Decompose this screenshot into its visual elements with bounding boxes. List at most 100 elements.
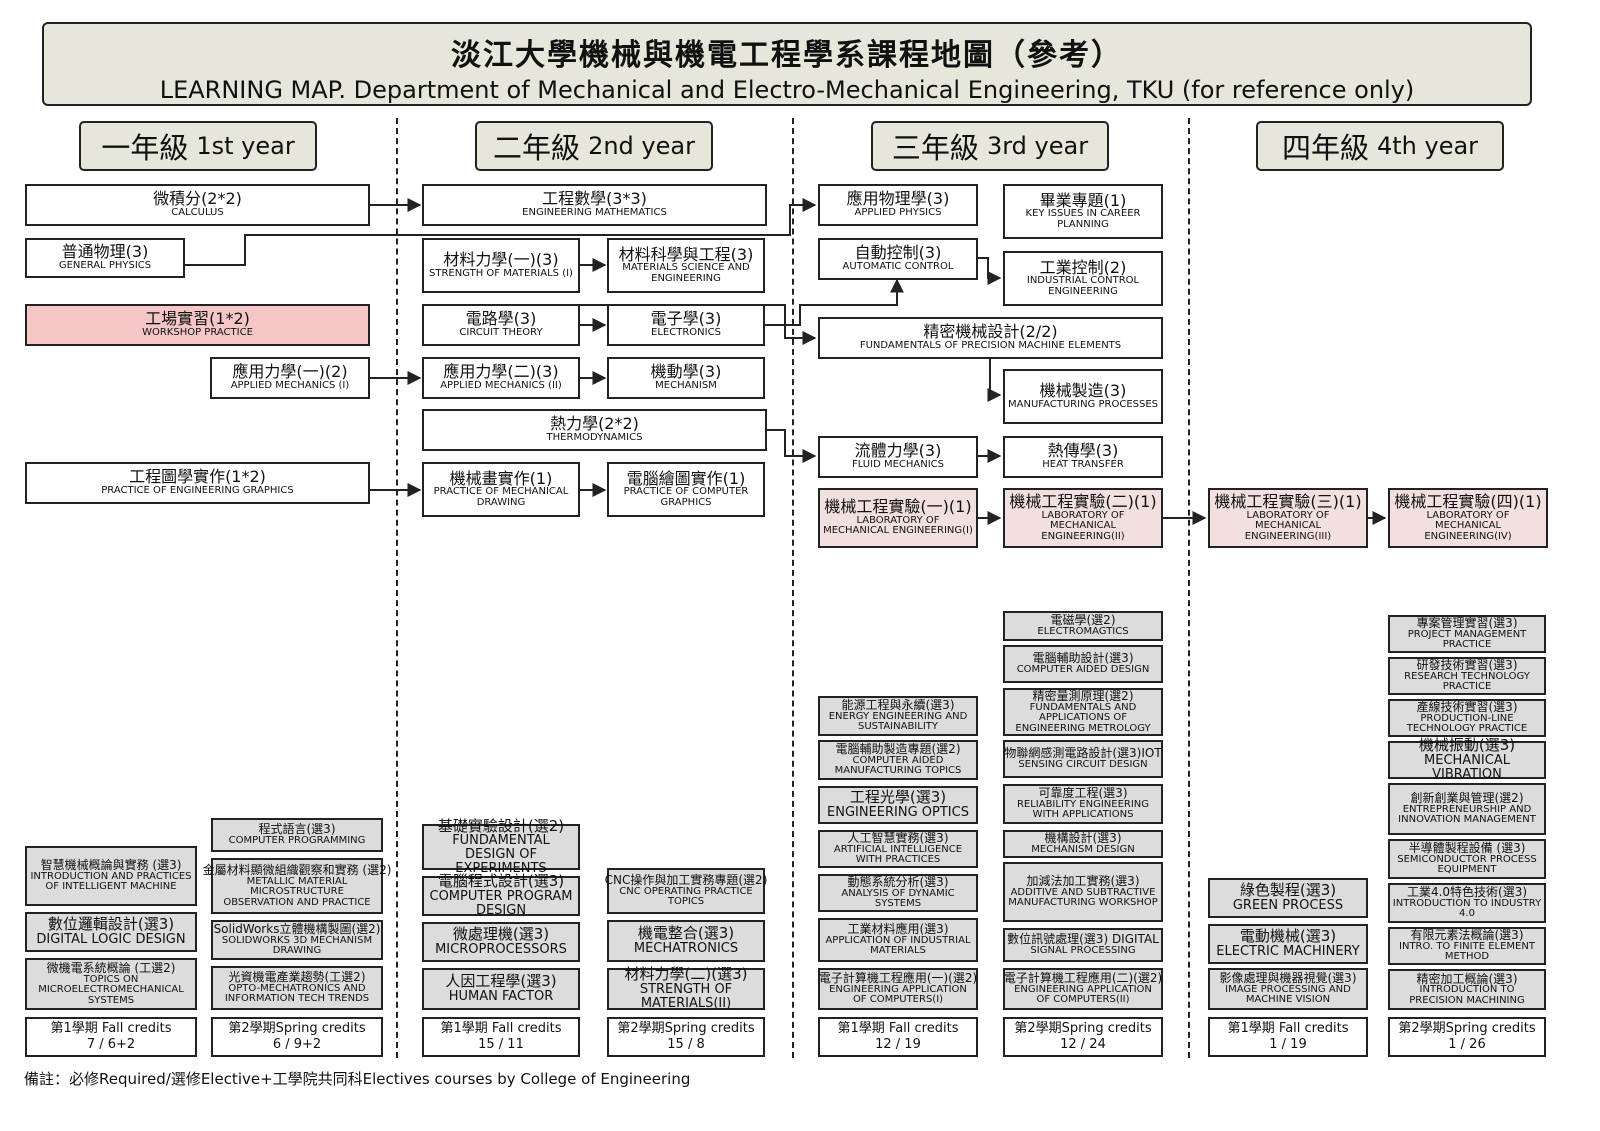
elective-y4s-1[interactable]: 研發技術實習(選3)RESEARCH TECHNOLOGY PRACTICE — [1388, 657, 1546, 695]
course-zh: 熱力學(2*2) — [550, 414, 639, 434]
course-capstone[interactable]: 畢業專題(1)KEY ISSUES IN CAREER PLANNING — [1003, 184, 1163, 239]
elective-y3f-5[interactable]: 工業材料應用(選3)APPLICATION OF INDUSTRIAL MATE… — [818, 918, 978, 962]
elective-zh: 電腦輔助設計(選3) — [1032, 651, 1134, 666]
elective-en: RESEARCH TECHNOLOGY PRACTICE — [1404, 670, 1530, 693]
elective-y3s-0[interactable]: 電磁學(選2)ELECTROMAGTICS — [1003, 611, 1163, 641]
elective-y1s-2[interactable]: SolidWorks立體機構製圖(選2)SOLIDWORKS 3D MECHAN… — [211, 920, 383, 960]
course-manufacturing[interactable]: 機械製造(3)MANUFACTURING PROCESSES — [1003, 369, 1163, 424]
elective-y2f-3[interactable]: 人因工程學(選3)HUMAN FACTOR — [422, 968, 580, 1010]
course-engineering-math[interactable]: 工程數學(3*3)ENGINEERING MATHEMATICS — [422, 184, 767, 226]
elective-y1f-2[interactable]: 微機電系統概論 (工選2)TOPICS ON MICROELECTROMECHA… — [25, 958, 197, 1010]
elective-y3s-4[interactable]: 可靠度工程(選3)RELIABILITY ENGINEERING WITH AP… — [1003, 784, 1163, 824]
course-thermodynamics[interactable]: 熱力學(2*2)THERMODYNAMICS — [422, 409, 767, 451]
course-automatic-control[interactable]: 自動控制(3)AUTOMATIC CONTROL — [818, 238, 978, 280]
elective-y2f-2[interactable]: 微處理機(選3)MICROPROCESSORS — [422, 922, 580, 962]
elective-y2f-0[interactable]: 基礎實驗設計(選2)FUNDAMENTAL DESIGN OF EXPERIME… — [422, 818, 580, 875]
course-en: LABORATORY OF MECHANICAL ENGINEERING(IV) — [1424, 509, 1512, 542]
elective-y2s-2[interactable]: 材料力學(二)(選3)STRENGTH OF MATERIALS(II) — [607, 967, 765, 1010]
elective-y4s-5[interactable]: 半導體製程設備 (選3)SEMICONDUCTOR PROCESS EQUIPM… — [1388, 839, 1546, 879]
course-en: CALCULUS — [171, 207, 224, 219]
elective-zh: 精密量測原理(選2) — [1032, 688, 1134, 703]
elective-y1f-0[interactable]: 智慧機械概論與實務 (選3)INTRODUCTION AND PRACTICES… — [25, 846, 197, 906]
elective-y3f-6[interactable]: 電子計算機工程應用(一)(選2)ENGINEERING APPLICATION … — [818, 968, 978, 1010]
elective-y3f-1[interactable]: 電腦輔助製造專題(選2)COMPUTER AIDED MANUFACTURING… — [818, 740, 978, 780]
elective-en: SIGNAL PROCESSING — [1030, 945, 1136, 957]
course-lab-2[interactable]: 機械工程實驗(二)(1)LABORATORY OF MECHANICAL ENG… — [1003, 488, 1163, 548]
elective-en: MECHATRONICS — [633, 941, 739, 957]
course-engineering-graphics[interactable]: 工程圖學實作(1*2)PRACTICE OF ENGINEERING GRAPH… — [25, 462, 370, 504]
course-strength-materials-1[interactable]: 材料力學(一)(3)STRENGTH OF MATERIALS (I) — [422, 238, 580, 293]
elective-y4f-0[interactable]: 綠色製程(選3)GREEN PROCESS — [1208, 878, 1368, 918]
course-workshop[interactable]: 工場實習(1*2)WORKSHOP PRACTICE — [25, 304, 370, 346]
elective-y4s-7[interactable]: 有限元素法概論(選3)INTRO. TO FINITE ELEMENT METH… — [1388, 927, 1546, 965]
elective-y3s-8[interactable]: 電子計算機工程應用(二)(選2)ENGINEERING APPLICATION … — [1003, 968, 1163, 1010]
elective-y1s-3[interactable]: 光資機電產業趨勢(工選2)OPTO-MECHATRONICS AND INFOR… — [211, 966, 383, 1010]
course-applied-physics[interactable]: 應用物理學(3)APPLIED PHYSICS — [818, 184, 978, 226]
elective-y4s-8[interactable]: 精密加工概論(選3)INTRODUCTION TO PRECISION MACH… — [1388, 969, 1546, 1010]
credits-label: 第2學期Spring credits — [1398, 1020, 1536, 1036]
elective-zh: 機械振動(選3) — [1418, 736, 1516, 755]
elective-y2f-1[interactable]: 電腦程式設計(選3)COMPUTER PROGRAM DESIGN — [422, 872, 580, 917]
elective-y4s-4[interactable]: 創新創業與管理(選2)ENTREPRENEURSHIP AND INNOVATI… — [1388, 783, 1546, 835]
elective-zh: 電腦程式設計(選3) — [437, 872, 565, 891]
elective-en: PRODUCTION-LINE TECHNOLOGY PRACTICE — [1406, 712, 1528, 735]
course-zh: 機械工程實驗(一)(1) — [824, 497, 972, 517]
course-lab-3[interactable]: 機械工程實驗(三)(1)LABORATORY OF MECHANICAL ENG… — [1208, 488, 1368, 548]
course-circuit-theory[interactable]: 電路學(3)CIRCUIT THEORY — [422, 304, 580, 346]
course-fluid-mechanics[interactable]: 流體力學(3)FLUID MECHANICS — [818, 436, 978, 478]
elective-y1s-0[interactable]: 程式語言(選3)COMPUTER PROGRAMMING — [211, 818, 383, 852]
elective-y3s-5[interactable]: 機構設計(選3)MECHANISM DESIGN — [1003, 830, 1163, 858]
course-mechanical-drawing[interactable]: 機械畫實作(1)PRACTICE OF MECHANICAL DRAWING — [422, 462, 580, 517]
course-zh: 機械工程實驗(四)(1) — [1394, 491, 1542, 511]
elective-y4f-1[interactable]: 電動機械(選3)ELECTRIC MACHINERY — [1208, 924, 1368, 964]
elective-y4s-0[interactable]: 專案管理實習(選3)PROJECT MANAGEMENT PRACTICE — [1388, 615, 1546, 653]
title-chinese: 淡江大學機械與機電工程學系課程地圖（參考） — [451, 38, 1123, 73]
course-mechanism[interactable]: 機動學(3)MECHANISM — [607, 357, 765, 399]
elective-y4s-2[interactable]: 產線技術實習(選3)PRODUCTION-LINE TECHNOLOGY PRA… — [1388, 699, 1546, 737]
credits-value: 1 / 19 — [1269, 1037, 1307, 1052]
elective-y1s-1[interactable]: 金屬材料顯微組織觀察和實務 (選2)METALLIC MATERIAL MICR… — [203, 858, 391, 914]
elective-zh: 程式語言(選3) — [258, 822, 336, 837]
credits-label: 第2學期Spring credits — [617, 1020, 755, 1036]
course-en: LABORATORY OF MECHANICAL ENGINEERING(I) — [823, 514, 973, 537]
course-general-physics[interactable]: 普通物理(3)GENERAL PHYSICS — [25, 238, 185, 278]
elective-y3s-2[interactable]: 精密量測原理(選2)FUNDAMENTALS AND APPLICATIONS … — [1003, 688, 1163, 736]
elective-en: ADDITIVE AND SUBTRACTIVE MANUFACTURING W… — [1008, 886, 1158, 909]
course-applied-mechanics-2[interactable]: 應用力學(二)(3)APPLIED MECHANICS (II) — [422, 357, 580, 399]
elective-y3s-1[interactable]: 電腦輔助設計(選3)COMPUTER AIDED DESIGN — [1003, 645, 1163, 683]
elective-y2s-0[interactable]: CNC操作與加工實務專題(選2)CNC OPERATING PRACTICE T… — [605, 868, 767, 914]
elective-y3f-4[interactable]: 動態系統分析(選3)ANALYSIS OF DYNAMIC SYSTEMS — [818, 874, 978, 912]
course-zh: 微積分(2*2) — [153, 189, 242, 209]
course-computer-graphics[interactable]: 電腦繪圖實作(1)PRACTICE OF COMPUTER GRAPHICS — [607, 462, 765, 517]
elective-y3s-6[interactable]: 加減法加工實務(選3)ADDITIVE AND SUBTRACTIVE MANU… — [1003, 862, 1163, 922]
elective-zh: 光資機電產業趨勢(工選2) — [228, 970, 366, 985]
elective-y4f-2[interactable]: 影像處理與機器視覺(選3)IMAGE PROCESSING AND MACHIN… — [1208, 968, 1368, 1010]
elective-y3f-0[interactable]: 能源工程與永續(選3)ENERGY ENGINEERING AND SUSTAI… — [818, 696, 978, 736]
elective-y4s-6[interactable]: 工業4.0特色技術(選3)INTRODUCTION TO INDUSTRY 4.… — [1388, 883, 1546, 923]
elective-y3f-3[interactable]: 人工智慧實務(選3)ARTIFICIAL INTELLIGENCE WITH P… — [818, 830, 978, 868]
elective-zh: 產線技術實習(選3) — [1416, 700, 1518, 715]
course-precision-machine-design[interactable]: 精密機械設計(2/2)FUNDAMENTALS OF PRECISION MAC… — [818, 317, 1163, 359]
course-heat-transfer[interactable]: 熱傳學(3)HEAT TRANSFER — [1003, 436, 1163, 478]
elective-y2s-1[interactable]: 機電整合(選3)MECHATRONICS — [607, 920, 765, 962]
elective-y3f-2[interactable]: 工程光學(選3)ENGINEERING OPTICS — [818, 786, 978, 824]
elective-zh: 電磁學(選2) — [1050, 613, 1116, 628]
elective-y4s-3[interactable]: 機械振動(選3)MECHANICAL VIBRATION — [1388, 736, 1546, 781]
course-lab-4[interactable]: 機械工程實驗(四)(1)LABORATORY OF MECHANICAL ENG… — [1388, 488, 1548, 548]
course-calculus[interactable]: 微積分(2*2)CALCULUS — [25, 184, 370, 226]
course-en: CIRCUIT THEORY — [459, 327, 543, 339]
course-en: FLUID MECHANICS — [851, 459, 945, 471]
map-title: 淡江大學機械與機電工程學系課程地圖（參考） LEARNING MAP. Depa… — [42, 22, 1532, 106]
course-electronics[interactable]: 電子學(3)ELECTRONICS — [607, 304, 765, 346]
course-en: LABORATORY OF MECHANICAL ENGINEERING(II) — [1041, 509, 1125, 542]
course-industrial-control[interactable]: 工業控制(2)INDUSTRIAL CONTROL ENGINEERING — [1003, 251, 1163, 306]
course-lab-1[interactable]: 機械工程實驗(一)(1)LABORATORY OF MECHANICAL ENG… — [818, 488, 978, 548]
elective-y1f-1[interactable]: 數位邏輯設計(選3)DIGITAL LOGIC DESIGN — [25, 912, 197, 952]
course-materials-science[interactable]: 材料科學與工程(3)MATERIALS SCIENCE AND ENGINEER… — [607, 238, 765, 293]
course-applied-mechanics-1[interactable]: 應用力學(一)(2)APPLIED MECHANICS (I) — [210, 357, 370, 399]
